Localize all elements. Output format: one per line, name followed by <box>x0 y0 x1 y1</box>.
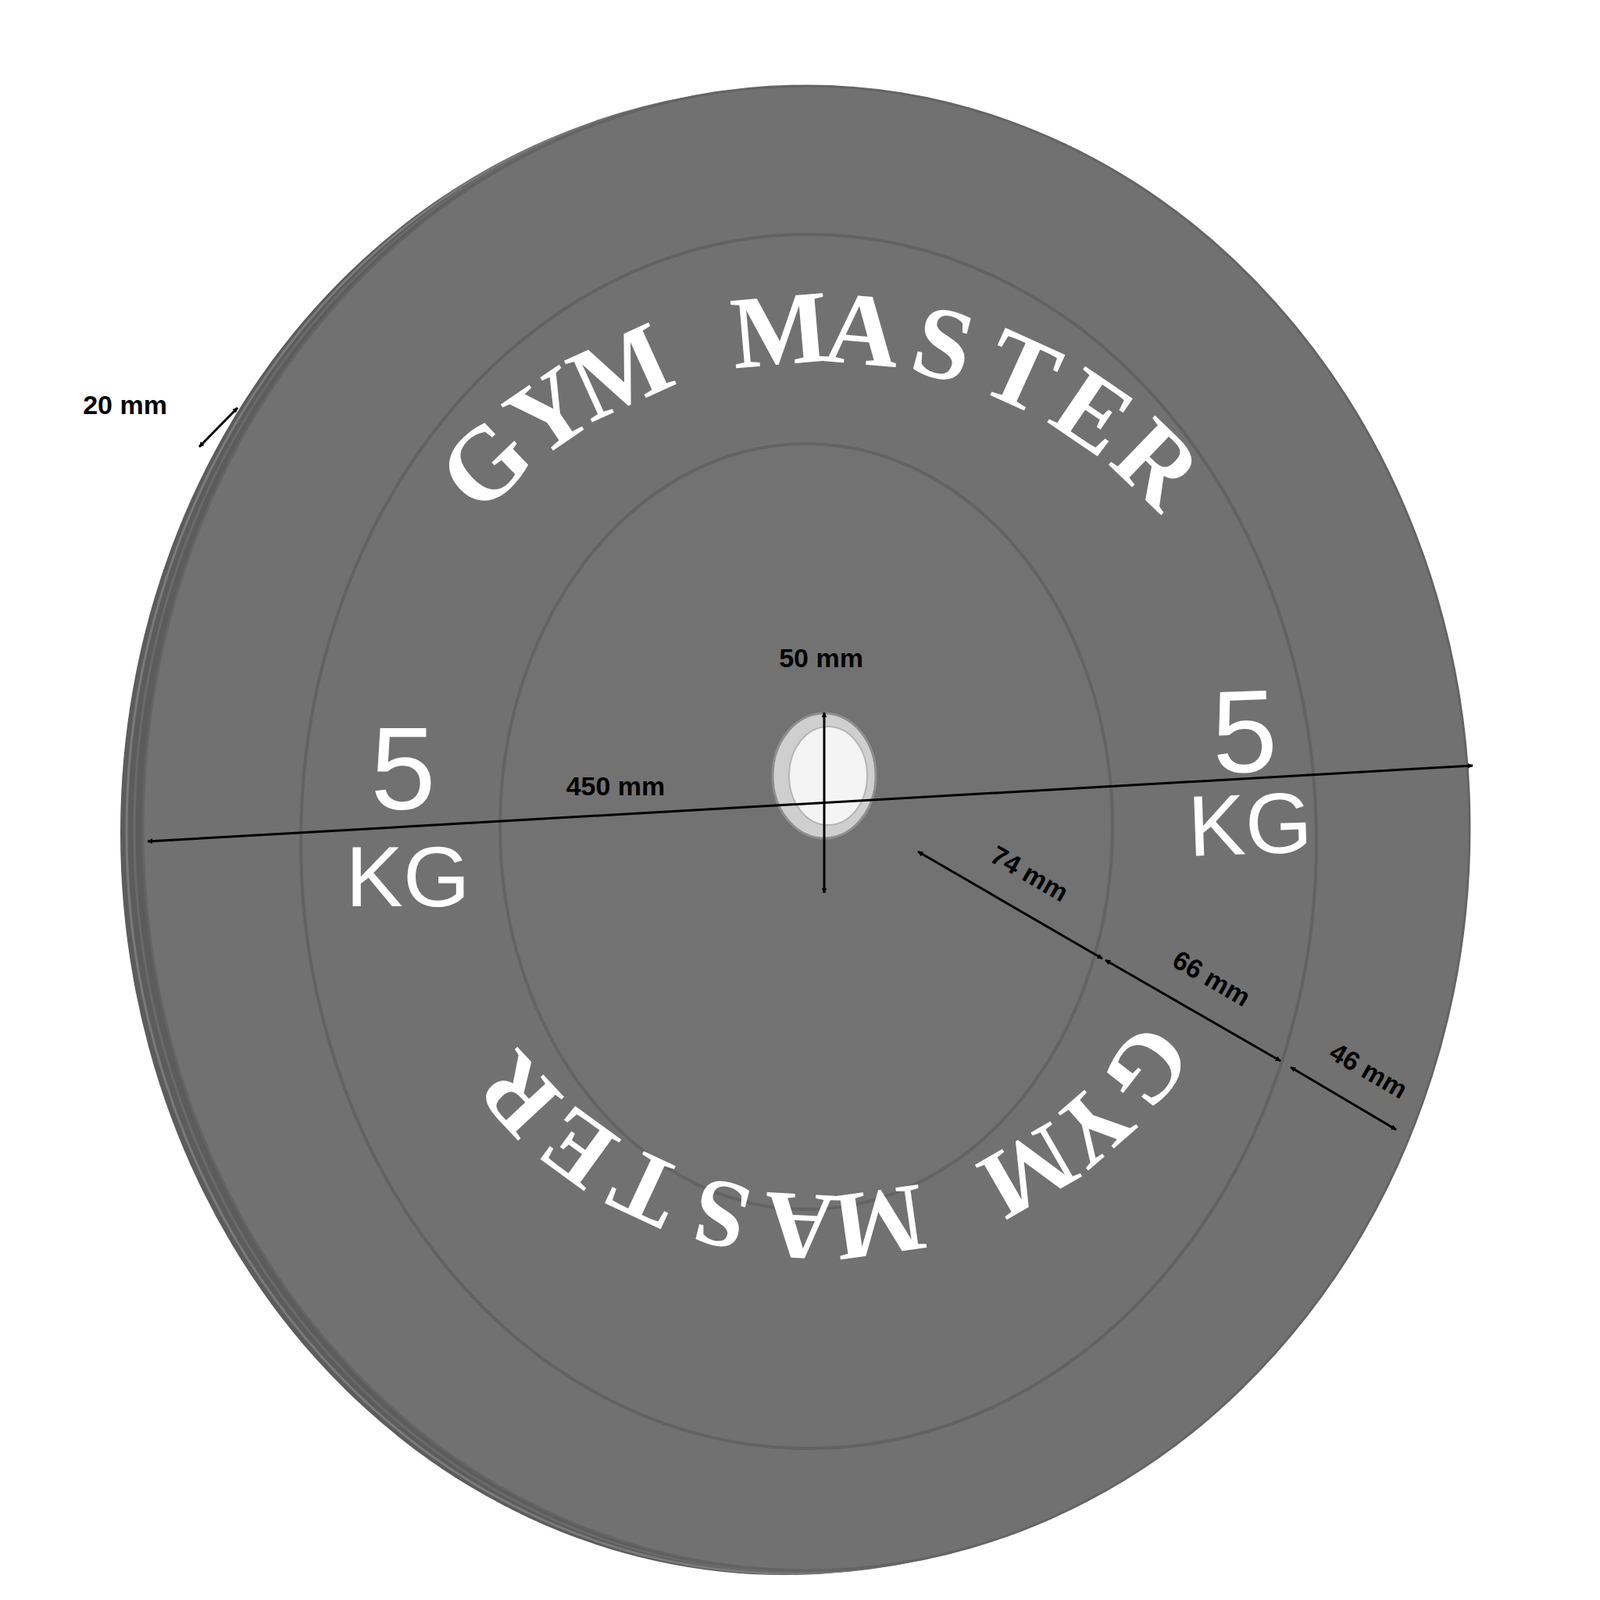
brand-letter <box>672 290 724 397</box>
dimension-arrow <box>823 712 826 893</box>
plate-hub <box>500 443 1113 1210</box>
weight-unit: KG <box>346 833 471 920</box>
brand-letter: M <box>726 274 833 386</box>
brand-letter: A <box>761 1175 837 1277</box>
brand-letter: A <box>821 275 904 385</box>
dimension-label: 74 mm <box>986 840 1073 906</box>
weight-number: 5 <box>370 710 436 828</box>
brand-letter: S <box>903 286 986 401</box>
dimension-arrow <box>199 407 238 447</box>
dimension-label: 20 mm <box>82 391 168 418</box>
dimension-label: 50 mm <box>778 644 864 672</box>
dimension-label: 46 mm <box>1325 1037 1412 1103</box>
plate-ring <box>300 234 1317 1449</box>
center-hole <box>789 726 868 825</box>
plate-face <box>142 85 1470 1571</box>
dimension-label: 66 mm <box>1168 945 1255 1011</box>
brand-letter: M <box>826 1167 931 1277</box>
weight-unit: KG <box>1186 778 1315 869</box>
dimension-label: 450 mm <box>566 772 666 800</box>
weight-number: 5 <box>1210 671 1280 792</box>
brand-letter: S <box>682 1160 759 1268</box>
